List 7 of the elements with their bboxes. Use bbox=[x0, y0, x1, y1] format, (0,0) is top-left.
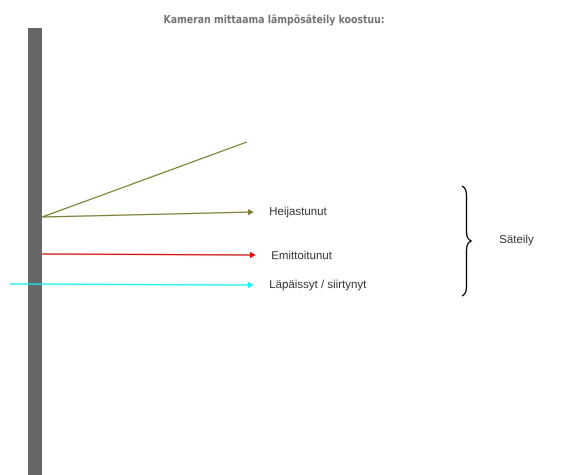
title: Kameran mittaama lämpösäteily koostuu: bbox=[164, 14, 384, 26]
radiation-label: Emittoitunut bbox=[272, 250, 332, 260]
group-label: Säteily bbox=[500, 234, 534, 246]
radiation-label: Läpäissyt / siirtynyt bbox=[270, 280, 366, 290]
radiation-label: Heijastunut bbox=[270, 206, 327, 218]
ray-line bbox=[42, 141, 248, 218]
wall-bar bbox=[28, 28, 42, 475]
